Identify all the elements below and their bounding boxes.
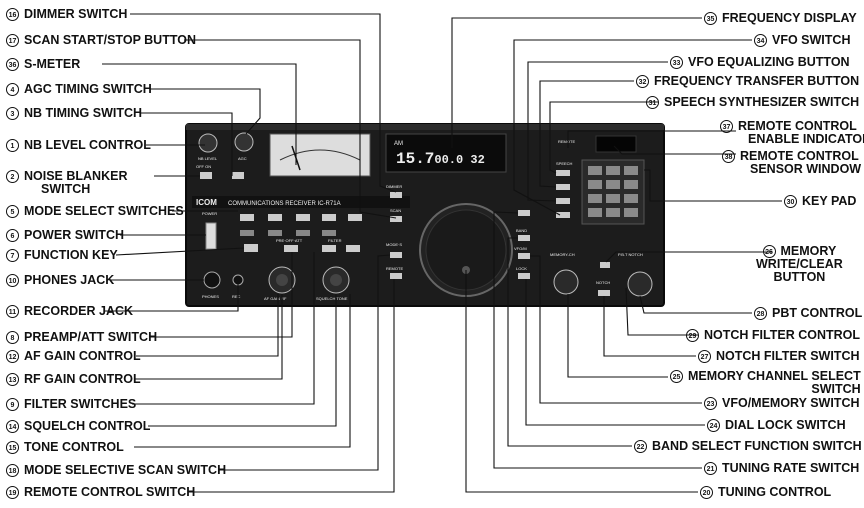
dimmer-switch[interactable] [390,192,402,198]
scan-button[interactable] [390,216,402,222]
vfo-memory-switch[interactable] [518,253,530,259]
filter-switch-1[interactable] [322,245,336,252]
svg-text:DIMMER: DIMMER [386,184,402,189]
agc-knob[interactable] [234,132,254,152]
svg-text:REC: REC [232,294,241,299]
svg-text:LOCK: LOCK [516,266,527,271]
key-pad[interactable] [581,159,645,225]
svg-text:POWER: POWER [202,211,217,216]
svg-text:MODE·S: MODE·S [386,242,402,247]
memory-write-button[interactable] [600,262,610,268]
brand: ICOM [196,198,217,207]
dial-lock-switch[interactable] [518,273,530,279]
svg-text:MEMORY-CH: MEMORY-CH [550,252,575,257]
svg-text:REMOTE: REMOTE [558,139,575,144]
svg-text:FILTER: FILTER [328,238,342,243]
freq-prefix: AM [394,141,403,147]
svg-text:SCAN: SCAN [390,208,401,213]
svg-text:SPEECH: SPEECH [556,161,573,166]
svg-text:NOTCH: NOTCH [596,280,610,285]
frequency-display [385,133,507,173]
svg-text:AF GAIN RF: AF GAIN RF [264,296,287,301]
tuning-rate-switch[interactable] [518,210,530,216]
mode-selective-scan-switch[interactable] [390,252,402,258]
phones-jack[interactable] [203,271,221,289]
svg-text:P.B.T NOTCH: P.B.T NOTCH [618,252,643,257]
s-meter [269,133,371,177]
filter-switch-2[interactable] [346,245,360,252]
nb-level-knob[interactable] [198,133,218,153]
memory-channel-knob[interactable] [553,269,579,295]
speech-switch[interactable] [556,170,570,176]
svg-text:SQUELCH TONE: SQUELCH TONE [316,296,348,301]
svg-text:AGC: AGC [238,156,247,161]
svg-text:REMOTE: REMOTE [386,266,403,271]
band-switch[interactable] [518,235,530,241]
leader-lines [102,13,397,493]
recorder-jack[interactable] [232,274,244,286]
remote-sensor-window [595,135,637,153]
model: COMMUNICATIONS RECEIVER IC-R71A [228,201,341,207]
svg-text:PHONES: PHONES [202,294,219,299]
function-key[interactable] [244,244,258,252]
remote-control-switch[interactable] [390,273,402,279]
noise-blanker-switch[interactable] [200,172,212,179]
notch-switch[interactable] [598,290,610,296]
transfer-button[interactable] [556,184,570,190]
pbt-notch-knob[interactable] [627,271,653,297]
nb-timing-switch[interactable] [232,172,244,179]
svg-text:NB LEVEL: NB LEVEL [198,156,218,161]
svg-text:BAND: BAND [516,228,527,233]
vfo-equalizing-button[interactable] [556,198,570,204]
vfo-switch[interactable] [556,212,570,218]
svg-text:OFF ON: OFF ON [196,164,211,169]
preamp-att-switch[interactable] [284,245,298,252]
svg-text:VFO/M: VFO/M [514,246,527,251]
mode-select-switches[interactable] [240,214,362,236]
svg-text:PRE·OFF·ATT: PRE·OFF·ATT [276,238,303,243]
power-switch[interactable] [205,222,217,250]
freq-main: 15.700.0 32 [396,150,485,168]
